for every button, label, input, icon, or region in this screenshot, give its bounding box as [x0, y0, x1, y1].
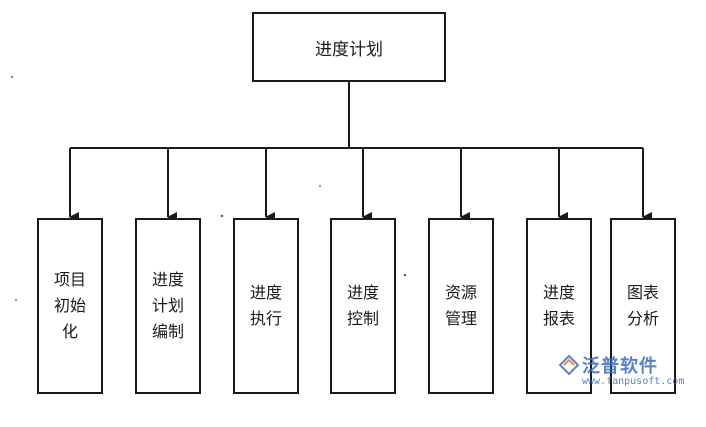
watermark: 泛普软件 www.fanpusoft.com [558, 352, 698, 392]
scan-speck [319, 185, 321, 187]
child-node-3: 进度执行 [233, 218, 299, 394]
child-node-label: 项目初始化 [53, 270, 86, 341]
scan-speck [220, 214, 224, 218]
root-node-label: 进度计划 [315, 39, 383, 60]
child-node-7: 图表分析 [610, 218, 676, 394]
child-node-1: 项目初始化 [37, 218, 103, 394]
brand-logo-icon [558, 354, 580, 376]
child-node-label: 资源管理 [444, 283, 477, 328]
child-node-5: 资源管理 [428, 218, 494, 394]
child-node-4: 进度控制 [330, 218, 396, 394]
child-node-label: 图表分析 [626, 283, 659, 328]
root-node: 进度计划 [252, 12, 446, 82]
scan-speck [11, 76, 13, 78]
child-node-2: 进度计划编制 [135, 218, 201, 394]
child-node-6: 进度报表 [526, 218, 592, 394]
child-node-label: 进度控制 [346, 283, 379, 328]
scan-speck [15, 299, 17, 301]
child-node-label: 进度执行 [249, 283, 282, 328]
watermark-brand-name: 泛普软件 [582, 356, 658, 377]
scan-speck [403, 273, 407, 277]
watermark-url: www.fanpusoft.com [582, 376, 685, 387]
child-node-label: 进度报表 [542, 283, 575, 328]
child-node-label: 进度计划编制 [151, 270, 184, 341]
